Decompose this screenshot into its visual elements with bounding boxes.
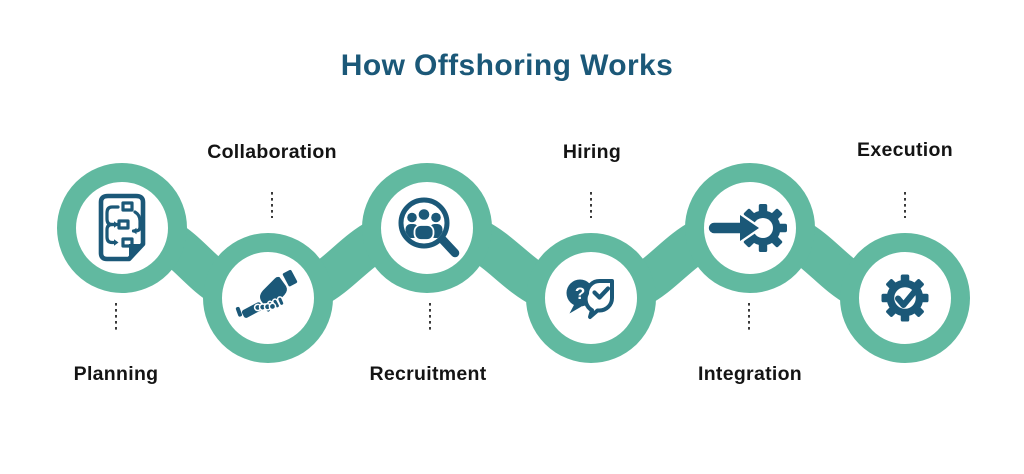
question-mark-glyph: ? — [575, 284, 585, 303]
step-label-recruitment: Recruitment — [369, 363, 487, 385]
handshake-knuckles — [253, 302, 277, 312]
interview-chat-icon: ? — [566, 279, 614, 319]
label-connectors — [115, 192, 906, 331]
step-label-integration: Integration — [697, 363, 803, 385]
flowchart-document-icon — [98, 193, 146, 262]
step-label-planning: Planning — [73, 363, 159, 385]
arrow-into-gear-icon — [706, 204, 787, 252]
step-label-collaboration: Collaboration — [207, 141, 337, 163]
handshake-icon — [235, 268, 299, 318]
page-title: How Offshoring Works — [340, 49, 674, 82]
candidate-silhouettes — [405, 207, 443, 241]
gear-check-icon — [881, 274, 929, 322]
integration-gear — [739, 204, 787, 252]
candidate-search-icon — [398, 197, 460, 258]
step-label-hiring: Hiring — [562, 141, 622, 163]
step-label-execution: Execution — [857, 139, 953, 161]
